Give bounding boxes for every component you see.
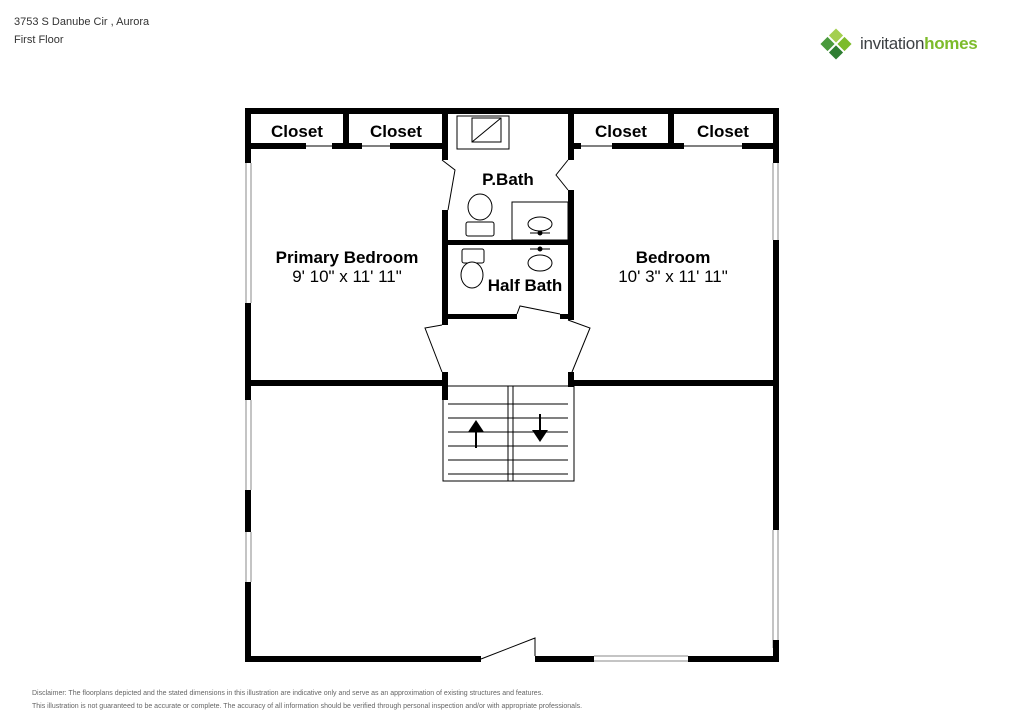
- toilet-icon-half-bath: [460, 248, 485, 289]
- room-labels: Closet Closet Closet Closet P.Bath Half …: [271, 122, 749, 295]
- toilet-icon: [465, 193, 495, 237]
- room-dimensions: 9' 10" x 11' 11" 10' 3" x 11' 11": [292, 267, 728, 286]
- primary-bedroom-label: Primary Bedroom: [276, 248, 419, 267]
- primary-bedroom-dims: 9' 10" x 11' 11": [292, 267, 402, 286]
- closet-label-4: Closet: [697, 122, 749, 141]
- stairs: [442, 385, 575, 482]
- diamond-grid-icon: [820, 28, 852, 60]
- sink-icon: [511, 201, 569, 241]
- up-arrow-icon: [468, 420, 484, 432]
- disclaimer-line-1: Disclaimer: The floorplans depicted and …: [32, 690, 544, 697]
- closet-label-3: Closet: [595, 122, 647, 141]
- floor-label: First Floor: [14, 34, 64, 46]
- logo-text-homes: homes: [924, 34, 978, 53]
- address-text: 3753 S Danube Cir , Aurora: [14, 16, 150, 28]
- down-arrow-icon: [532, 430, 548, 442]
- walls: [245, 108, 779, 662]
- bedroom-label: Bedroom: [636, 248, 711, 267]
- logo-wordmark: invitationhomes: [860, 34, 978, 54]
- half-bath-label: Half Bath: [488, 276, 563, 295]
- windows: [245, 163, 779, 662]
- bedroom-dims: 10' 3" x 11' 11": [618, 267, 728, 286]
- logo-text-invitation: invitation: [860, 34, 925, 53]
- shower: [456, 115, 510, 150]
- disclaimer-line-2: This illustration is not guaranteed to b…: [32, 703, 583, 710]
- pbath-label: P.Bath: [482, 170, 534, 189]
- invitation-homes-logo: invitationhomes: [818, 28, 1008, 62]
- closet-label-1: Closet: [271, 122, 323, 141]
- door-swings: [306, 145, 742, 660]
- closet-label-2: Closet: [370, 122, 422, 141]
- sink-icon-half-bath: [527, 246, 553, 272]
